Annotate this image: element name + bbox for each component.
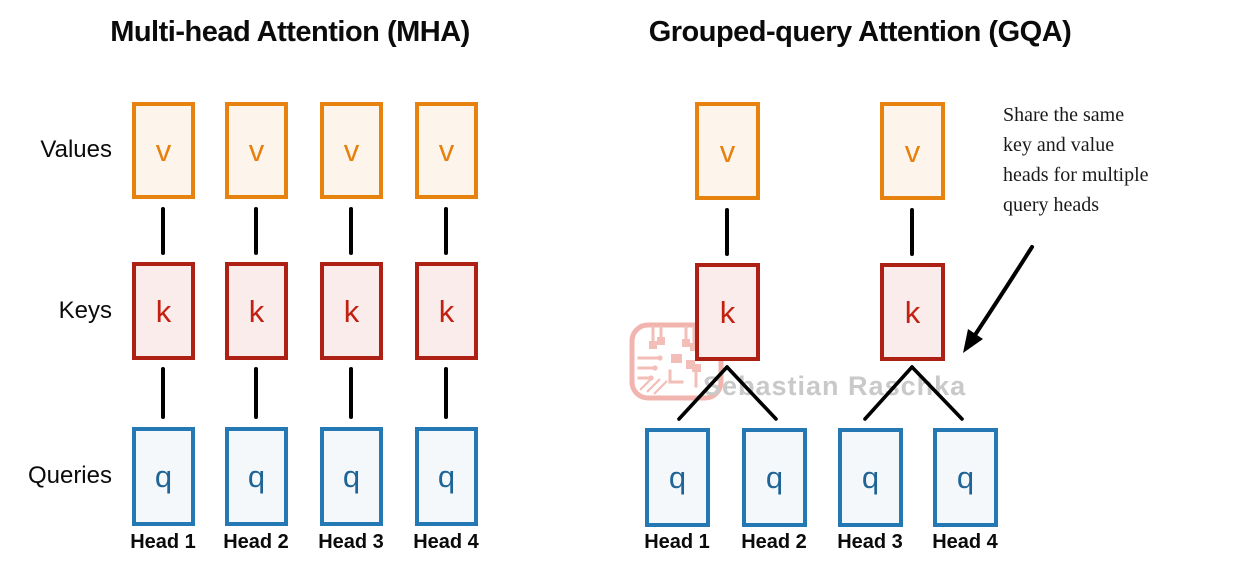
gqa-head-label-2: Head 2 <box>741 531 807 553</box>
key-letter: k <box>248 293 265 329</box>
value-letter: v <box>719 133 736 169</box>
gqa-head-label-4: Head 4 <box>932 531 998 553</box>
gqa-key-box-1: k <box>695 263 760 361</box>
mha-key-box-2: k <box>225 262 288 360</box>
value-letter: v <box>343 133 360 168</box>
values-row-label: Values <box>40 136 112 163</box>
query-letter: q <box>956 460 975 495</box>
mha-head-label-1: Head 1 <box>130 531 196 553</box>
gqa-vk-connector-1 <box>725 208 729 256</box>
mha-key-box-4: k <box>415 262 478 360</box>
query-letter: q <box>437 459 456 494</box>
query-letter: q <box>247 459 266 494</box>
mha-value-box-1: v <box>132 102 195 199</box>
gqa-title: Grouped-query Attention (GQA) <box>648 16 1072 48</box>
mha-kq-connector-2 <box>254 367 258 419</box>
mha-value-box-4: v <box>415 102 478 199</box>
query-letter: q <box>861 460 880 495</box>
annotation-line: key and value <box>1003 134 1115 156</box>
annotation-line: Share the same <box>1003 104 1125 126</box>
mha-vk-connector-4 <box>444 207 448 255</box>
annotation-line: query heads <box>1003 194 1100 216</box>
mha-vk-connector-3 <box>349 207 353 255</box>
gqa-head-label-3: Head 3 <box>837 531 903 553</box>
gqa-vk-connector-2 <box>910 208 914 256</box>
key-letter: k <box>438 293 455 329</box>
annotation-arrow-icon <box>963 245 1034 353</box>
query-letter: q <box>765 460 784 495</box>
gqa-key-box-2: k <box>880 263 945 361</box>
query-letter: q <box>154 459 173 494</box>
mha-key-box-1: k <box>132 262 195 360</box>
mha-value-box-2: v <box>225 102 288 199</box>
mha-query-box-2: q <box>225 427 288 526</box>
gqa-value-box-1: v <box>695 102 760 200</box>
gqa-query-box-2: q <box>742 428 807 527</box>
value-letter: v <box>438 133 455 168</box>
mha-query-box-1: q <box>132 427 195 526</box>
mha-vk-connector-1 <box>161 207 165 255</box>
mha-kq-connector-1 <box>161 367 165 419</box>
gqa-annotation: Share the same key and value heads for m… <box>1003 100 1237 220</box>
value-letter: v <box>904 133 921 169</box>
key-letter: k <box>719 294 736 330</box>
watermark-text: Sebastian Raschka <box>703 371 967 401</box>
value-letter: v <box>248 133 265 168</box>
query-letter: q <box>342 459 361 494</box>
mha-head-label-2: Head 2 <box>223 531 289 553</box>
mha-query-box-4: q <box>415 427 478 526</box>
keys-row-label: Keys <box>58 297 112 324</box>
gqa-query-box-3: q <box>838 428 903 527</box>
gqa-query-box-1: q <box>645 428 710 527</box>
mha-kq-connector-4 <box>444 367 448 419</box>
queries-row-label: Queries <box>27 462 112 489</box>
gqa-head-label-1: Head 1 <box>644 531 710 553</box>
mha-head-label-3: Head 3 <box>318 531 384 553</box>
key-letter: k <box>343 293 360 329</box>
key-letter: k <box>155 293 172 329</box>
mha-value-box-3: v <box>320 102 383 199</box>
gqa-value-box-2: v <box>880 102 945 200</box>
gqa-query-box-4: q <box>933 428 998 527</box>
annotation-line: heads for multiple <box>1003 164 1149 186</box>
query-letter: q <box>668 460 687 495</box>
mha-head-label-4: Head 4 <box>413 531 479 553</box>
mha-vk-connector-2 <box>254 207 258 255</box>
mha-title: Multi-head Attention (MHA) <box>110 16 470 48</box>
key-letter: k <box>904 294 921 330</box>
value-letter: v <box>155 133 172 168</box>
mha-query-box-3: q <box>320 427 383 526</box>
mha-kq-connector-3 <box>349 367 353 419</box>
mha-key-box-3: k <box>320 262 383 360</box>
